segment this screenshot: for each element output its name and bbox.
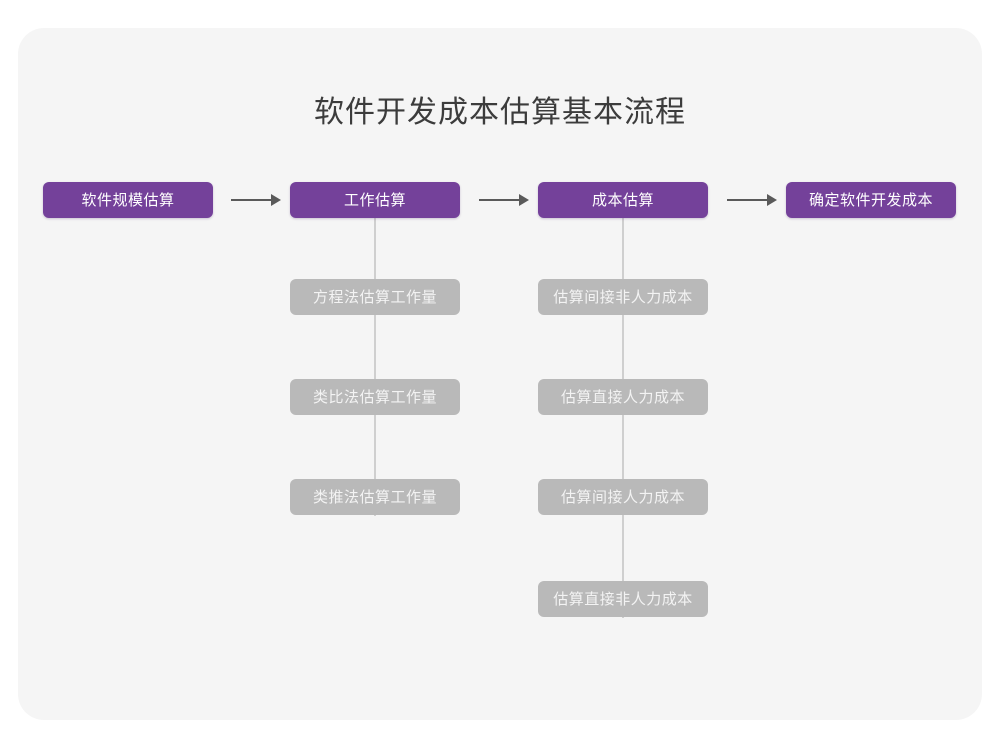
- connector-line-step3: [622, 218, 624, 618]
- arrow-head-icon: [271, 194, 281, 206]
- arrow-step2-to-step3: [479, 190, 529, 210]
- arrow-shaft-icon: [727, 199, 768, 201]
- arrow-step3-to-step4: [727, 190, 777, 210]
- node-cost-estimation[interactable]: 成本估算: [538, 182, 708, 218]
- arrow-shaft-icon: [479, 199, 520, 201]
- arrow-head-icon: [519, 194, 529, 206]
- arrow-head-icon: [767, 194, 777, 206]
- arrow-step1-to-step2: [231, 190, 281, 210]
- node-determine-development-cost[interactable]: 确定软件开发成本: [786, 182, 956, 218]
- connector-line-step2: [374, 218, 376, 516]
- node-indirect-labor-cost[interactable]: 估算间接人力成本: [538, 479, 708, 515]
- node-inference-method-workload[interactable]: 类推法估算工作量: [290, 479, 460, 515]
- node-software-size-estimation[interactable]: 软件规模估算: [43, 182, 213, 218]
- node-indirect-nonlabor-cost[interactable]: 估算间接非人力成本: [538, 279, 708, 315]
- arrow-shaft-icon: [231, 199, 272, 201]
- node-work-estimation[interactable]: 工作估算: [290, 182, 460, 218]
- diagram-card: [18, 28, 982, 720]
- node-equation-method-workload[interactable]: 方程法估算工作量: [290, 279, 460, 315]
- node-direct-labor-cost[interactable]: 估算直接人力成本: [538, 379, 708, 415]
- page-title: 软件开发成本估算基本流程: [314, 96, 686, 129]
- node-analogy-method-workload[interactable]: 类比法估算工作量: [290, 379, 460, 415]
- node-direct-nonlabor-cost[interactable]: 估算直接非人力成本: [538, 581, 708, 617]
